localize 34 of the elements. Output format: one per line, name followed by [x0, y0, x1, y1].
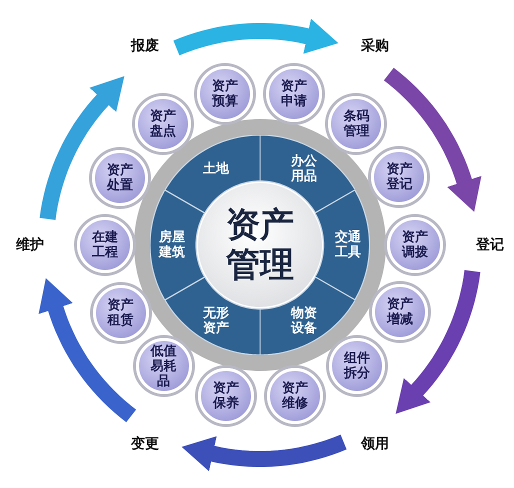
circle-node: 资产预算	[197, 66, 254, 122]
curved-arrow	[173, 18, 338, 56]
circle-node: 资产维修	[266, 368, 323, 424]
curved-arrow	[40, 76, 124, 220]
stage-label: 维护	[16, 236, 44, 254]
circle-node: 资产保养	[198, 368, 254, 424]
curved-arrow	[396, 270, 480, 414]
circle-node: 低值易耗品	[136, 338, 192, 394]
segment-label: 土地	[202, 161, 230, 176]
circle-node: 资产处置	[92, 150, 148, 206]
stage-label: 领用	[361, 435, 389, 454]
circle-node: 资产增减	[372, 284, 428, 340]
curved-arrow	[38, 278, 136, 422]
circle-node: 资产申请	[266, 66, 322, 122]
ring-segment	[315, 190, 370, 300]
circle-node: 资产盘点	[135, 96, 192, 152]
circle-node: 在建工程	[77, 217, 133, 274]
segment-label: 无形资产	[202, 306, 230, 336]
segment-label: 房屋建筑	[158, 230, 186, 260]
segment-label: 物资设备	[290, 306, 318, 336]
ring-segment	[150, 190, 205, 300]
stage-label: 报废	[131, 36, 159, 55]
segment-label: 交通工具	[334, 230, 362, 260]
circle-node: 资产租赁	[92, 284, 149, 341]
stage-label: 采购	[361, 36, 389, 55]
stage-label: 变更	[131, 435, 159, 454]
circle-node: 条码管理	[328, 96, 384, 152]
segment-label: 办公用品	[290, 154, 318, 184]
circle-node: 资产登记	[371, 149, 428, 206]
curved-arrow	[384, 68, 482, 212]
circle-node: 资产调拨	[386, 216, 443, 273]
curved-arrow	[182, 434, 347, 472]
circle-node: 组件拆分	[328, 338, 385, 394]
stage-label: 登记	[476, 236, 504, 254]
